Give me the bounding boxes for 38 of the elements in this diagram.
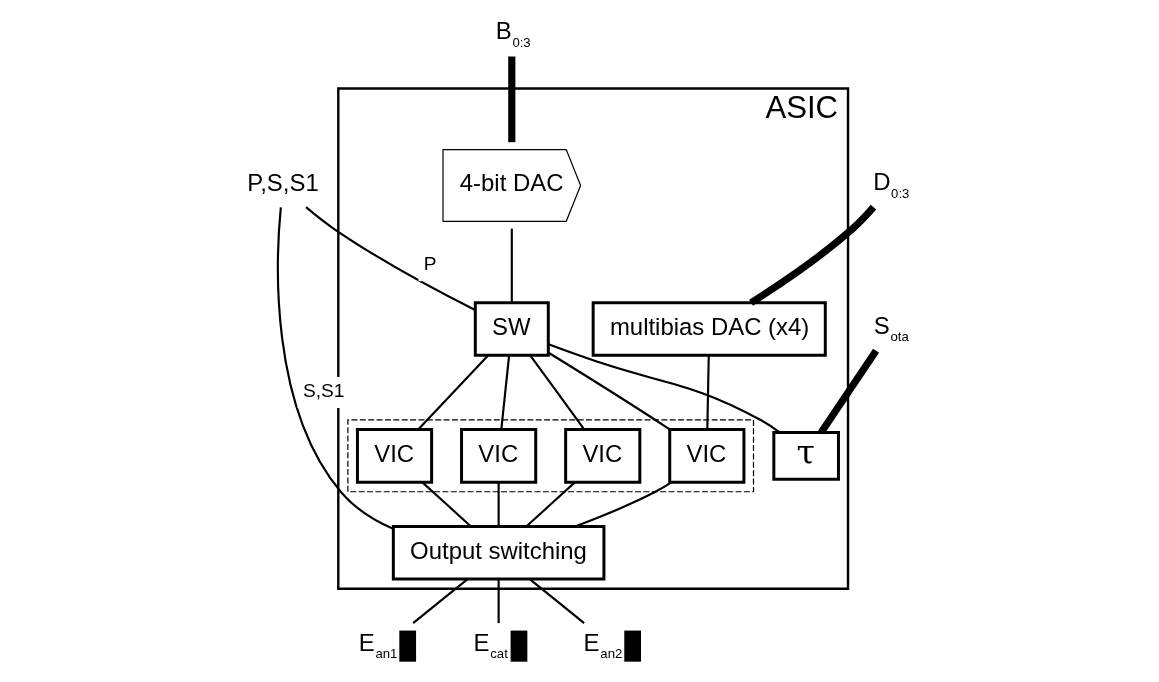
node-box [398,630,416,662]
connector [497,482,500,527]
node-text: S$_{ota}$ [873,311,909,345]
node-box: Output switching [391,524,605,581]
connector [547,343,780,434]
connector [497,579,500,624]
node-box: VIC [355,428,433,484]
connector [528,354,585,431]
connector [574,481,672,528]
node-box: VIC [667,428,745,484]
connector [547,351,670,431]
node-box [623,630,641,662]
node-label: E$_{an2}$ [583,628,622,662]
connector [510,228,513,303]
cluster [346,419,754,493]
connector [276,207,393,530]
node-box: VIC [563,428,641,484]
node-label: E$_{cat}$ [473,628,508,662]
node-box: SW [473,301,550,357]
connector [416,354,489,431]
node-box: VIC [459,428,537,484]
node-box [510,630,527,662]
node-text: B$_{0:3}$ [495,17,531,50]
connector [499,355,510,430]
connector [525,481,576,527]
edge-label: P [423,253,437,275]
connector [817,348,879,435]
connector [748,204,876,306]
node-text: D$_{0:3}$ [872,168,909,201]
connector [304,206,476,311]
node-box: multibias DAC (x4) [591,301,827,357]
connector [421,481,471,527]
node-text: P,S,S1 [246,169,319,197]
connector [411,578,468,624]
node-box: τ [771,431,840,481]
node-label: E$_{an1}$ [358,628,397,662]
connector [705,355,710,430]
connector [528,578,585,624]
